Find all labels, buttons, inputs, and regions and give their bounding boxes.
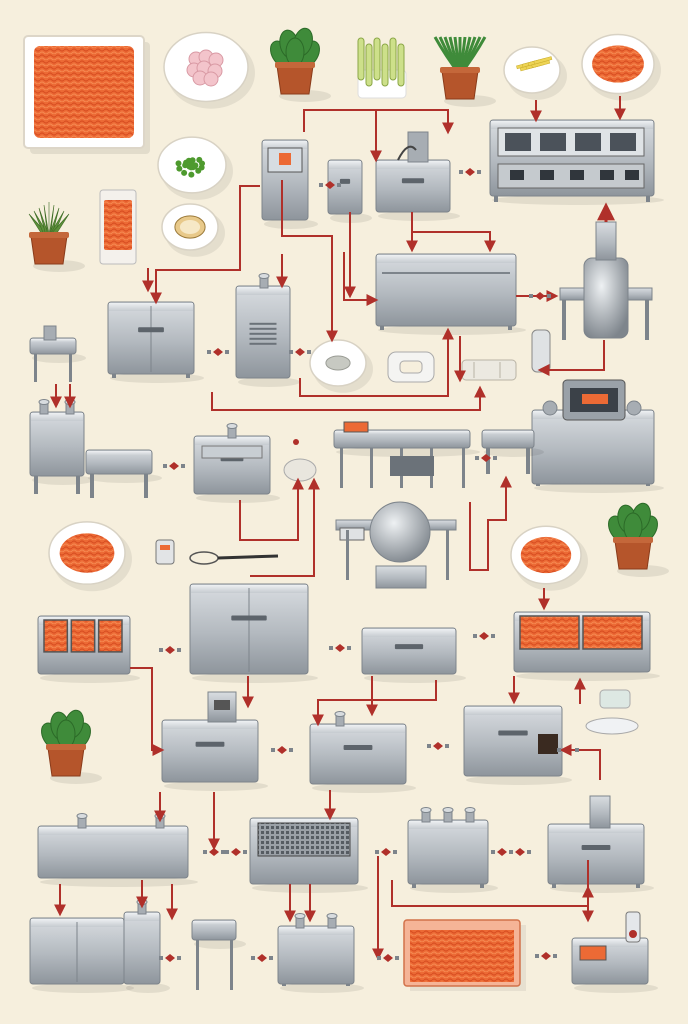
extruder xyxy=(559,202,653,340)
valve-13 xyxy=(209,848,219,856)
fryer-bath xyxy=(193,423,280,503)
cabinet-dryer xyxy=(463,705,572,785)
loader xyxy=(571,911,658,993)
twin-kettle-station xyxy=(29,399,94,494)
valve-18 xyxy=(165,954,175,962)
tools xyxy=(155,539,279,565)
whisk-icon xyxy=(189,551,279,565)
hold-tank xyxy=(361,627,466,683)
bread-slice-bowl xyxy=(161,203,225,257)
pipe-21 xyxy=(469,475,512,571)
valve-11 xyxy=(433,742,443,750)
small-press xyxy=(123,899,170,993)
pipe-6 xyxy=(281,180,338,343)
valve-0 xyxy=(325,181,335,189)
carrot-bowl-right xyxy=(510,525,588,591)
valve-2 xyxy=(213,348,223,356)
valve-15 xyxy=(381,848,391,856)
packaging-station xyxy=(489,119,664,205)
potted-plant-left xyxy=(41,709,102,784)
steam-cabinet xyxy=(189,583,318,683)
dough-grinder xyxy=(283,439,317,482)
shredded-carrot-tray xyxy=(23,35,150,154)
control-console xyxy=(261,139,318,229)
frying-machine xyxy=(531,379,664,493)
spice-canister xyxy=(531,329,551,373)
paste-dish xyxy=(309,339,373,393)
potted-plant-top xyxy=(270,27,331,102)
valve-14 xyxy=(231,848,241,856)
pipe-12 xyxy=(299,327,454,397)
pipe-4 xyxy=(150,185,260,305)
yellow-fries-bowl xyxy=(503,46,567,100)
tray-dryer xyxy=(37,615,140,683)
bench-table xyxy=(29,325,86,382)
valve-10 xyxy=(277,746,287,754)
sliced-cucumber-bowl xyxy=(357,37,407,99)
long-mixer xyxy=(37,813,198,887)
potted-plant-right xyxy=(608,502,669,577)
valve-4 xyxy=(535,292,545,300)
grinder xyxy=(335,501,457,589)
mesh-sieve xyxy=(249,817,368,893)
stand-table xyxy=(191,919,246,990)
pipe-20 xyxy=(250,477,320,577)
filling-tank xyxy=(547,795,654,893)
pipe-29 xyxy=(559,744,601,780)
tray-oven xyxy=(513,611,660,681)
product-bin xyxy=(403,919,526,991)
orange-product-bowl xyxy=(581,33,661,101)
potted-green-onion xyxy=(433,36,496,107)
packaged-product xyxy=(99,189,137,265)
wrapped-rolls xyxy=(461,359,517,381)
valve-7 xyxy=(165,646,175,654)
pipe-18 xyxy=(211,385,486,411)
valve-20 xyxy=(383,954,393,962)
valve-6 xyxy=(481,454,491,462)
pipe-15 xyxy=(537,340,605,376)
triple-kettle xyxy=(407,807,498,893)
dosing-unit xyxy=(327,159,372,223)
valve-12 xyxy=(563,746,573,754)
pipe-26 xyxy=(312,680,437,727)
scale-icon xyxy=(155,539,175,565)
mixer-tank xyxy=(107,301,204,383)
potted-pineapple xyxy=(28,202,85,272)
valve-17 xyxy=(515,848,525,856)
pipe-23 xyxy=(130,667,165,756)
hopper-unit xyxy=(161,691,268,791)
boiler xyxy=(277,913,364,993)
conveyor-line xyxy=(333,421,480,488)
wrapped-pack xyxy=(585,689,639,735)
storage-tank-pair xyxy=(29,917,134,993)
green-peas-bowl xyxy=(157,136,233,200)
sealer xyxy=(309,711,416,793)
valve-3 xyxy=(295,348,305,356)
valve-8 xyxy=(335,644,345,652)
thermometer-icon xyxy=(629,930,637,938)
pipe-19 xyxy=(239,477,304,541)
prep-table xyxy=(85,449,162,498)
mould-tray xyxy=(387,351,435,383)
valve-9 xyxy=(479,632,489,640)
valve-19 xyxy=(257,954,267,962)
valve-21 xyxy=(541,952,551,960)
valve-5 xyxy=(169,462,179,470)
valve-16 xyxy=(497,848,507,856)
valve-1 xyxy=(465,168,475,176)
conveyor-oven xyxy=(375,253,526,335)
pipe-9 xyxy=(412,231,496,253)
carrot-bowl-left xyxy=(48,521,132,592)
cooling-chamber xyxy=(235,273,300,387)
pink-meatballs-bowl xyxy=(163,31,255,109)
slicer-station xyxy=(375,131,460,221)
pipe-11 xyxy=(343,252,379,306)
